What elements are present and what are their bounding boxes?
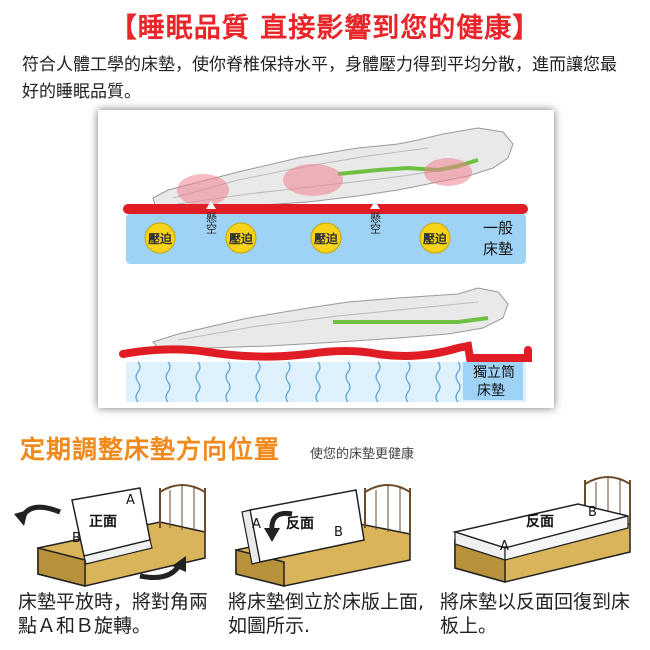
step2-point-b: B: [334, 525, 343, 540]
step3-face-label: 反面: [526, 513, 554, 530]
regular-mattress: [123, 201, 528, 264]
step1-face-label: 正面: [89, 514, 117, 530]
step2-caption: 將床墊倒立於床版上面,如圖所示.: [228, 591, 425, 637]
step1-point-b: B: [72, 531, 81, 546]
step2-illustration: [235, 484, 411, 587]
pressure-label: 壓迫: [148, 231, 173, 246]
sleeper-figure-pocket: [152, 287, 509, 351]
pressure-label: 壓迫: [314, 231, 339, 246]
gap-label: 懸空: [205, 212, 218, 234]
section-subtitle: 使您的床墊更健康: [310, 447, 415, 462]
step3-point-b: B: [588, 505, 597, 520]
pressure-label: 壓迫: [229, 231, 254, 246]
step1-illustration: [14, 484, 206, 587]
mattress-comparison-figure: 壓迫 壓迫 壓迫 壓迫 懸空 懸空 一般 床墊 獨立筒 床墊: [98, 110, 554, 408]
section-title: 定期調整床墊方向位置: [20, 435, 281, 464]
gap-label: 懸空: [369, 212, 382, 234]
rotation-steps-illustration: 正面 A B 反面 A B 反面 A B: [14, 476, 631, 587]
step3-point-a: A: [500, 539, 509, 554]
pocket-mattress-label: 獨立筒: [473, 364, 515, 381]
intro-text: 符合人體工學的床墊，使你脊椎保持水平，身體壓力得到平均分散，進而讓您最好的睡眠品…: [22, 55, 617, 102]
sleeper-figure-regular: [152, 127, 514, 209]
pocket-mattress-label: 床墊: [477, 383, 505, 399]
regular-mattress-label: 床墊: [483, 240, 513, 258]
step2-point-a: A: [252, 517, 261, 532]
step3-illustration: [452, 476, 631, 583]
page-title: 【睡眠品質 直接影響到您的健康】: [109, 13, 541, 44]
pressure-label: 壓迫: [423, 231, 448, 246]
step3-caption: 將床墊以反面回復到床板上。: [440, 591, 631, 637]
step1-point-a: A: [126, 493, 135, 508]
step1-caption: 床墊平放時，將對角兩點Ａ和Ｂ旋轉。: [18, 591, 209, 637]
pocket-spring-mattress: [119, 341, 532, 403]
step2-face-label: 反面: [286, 515, 314, 532]
comparison-illustration: 壓迫 壓迫 壓迫 壓迫 懸空 懸空 一般 床墊 獨立筒 床墊: [119, 127, 532, 403]
regular-mattress-label: 一般: [483, 219, 513, 237]
